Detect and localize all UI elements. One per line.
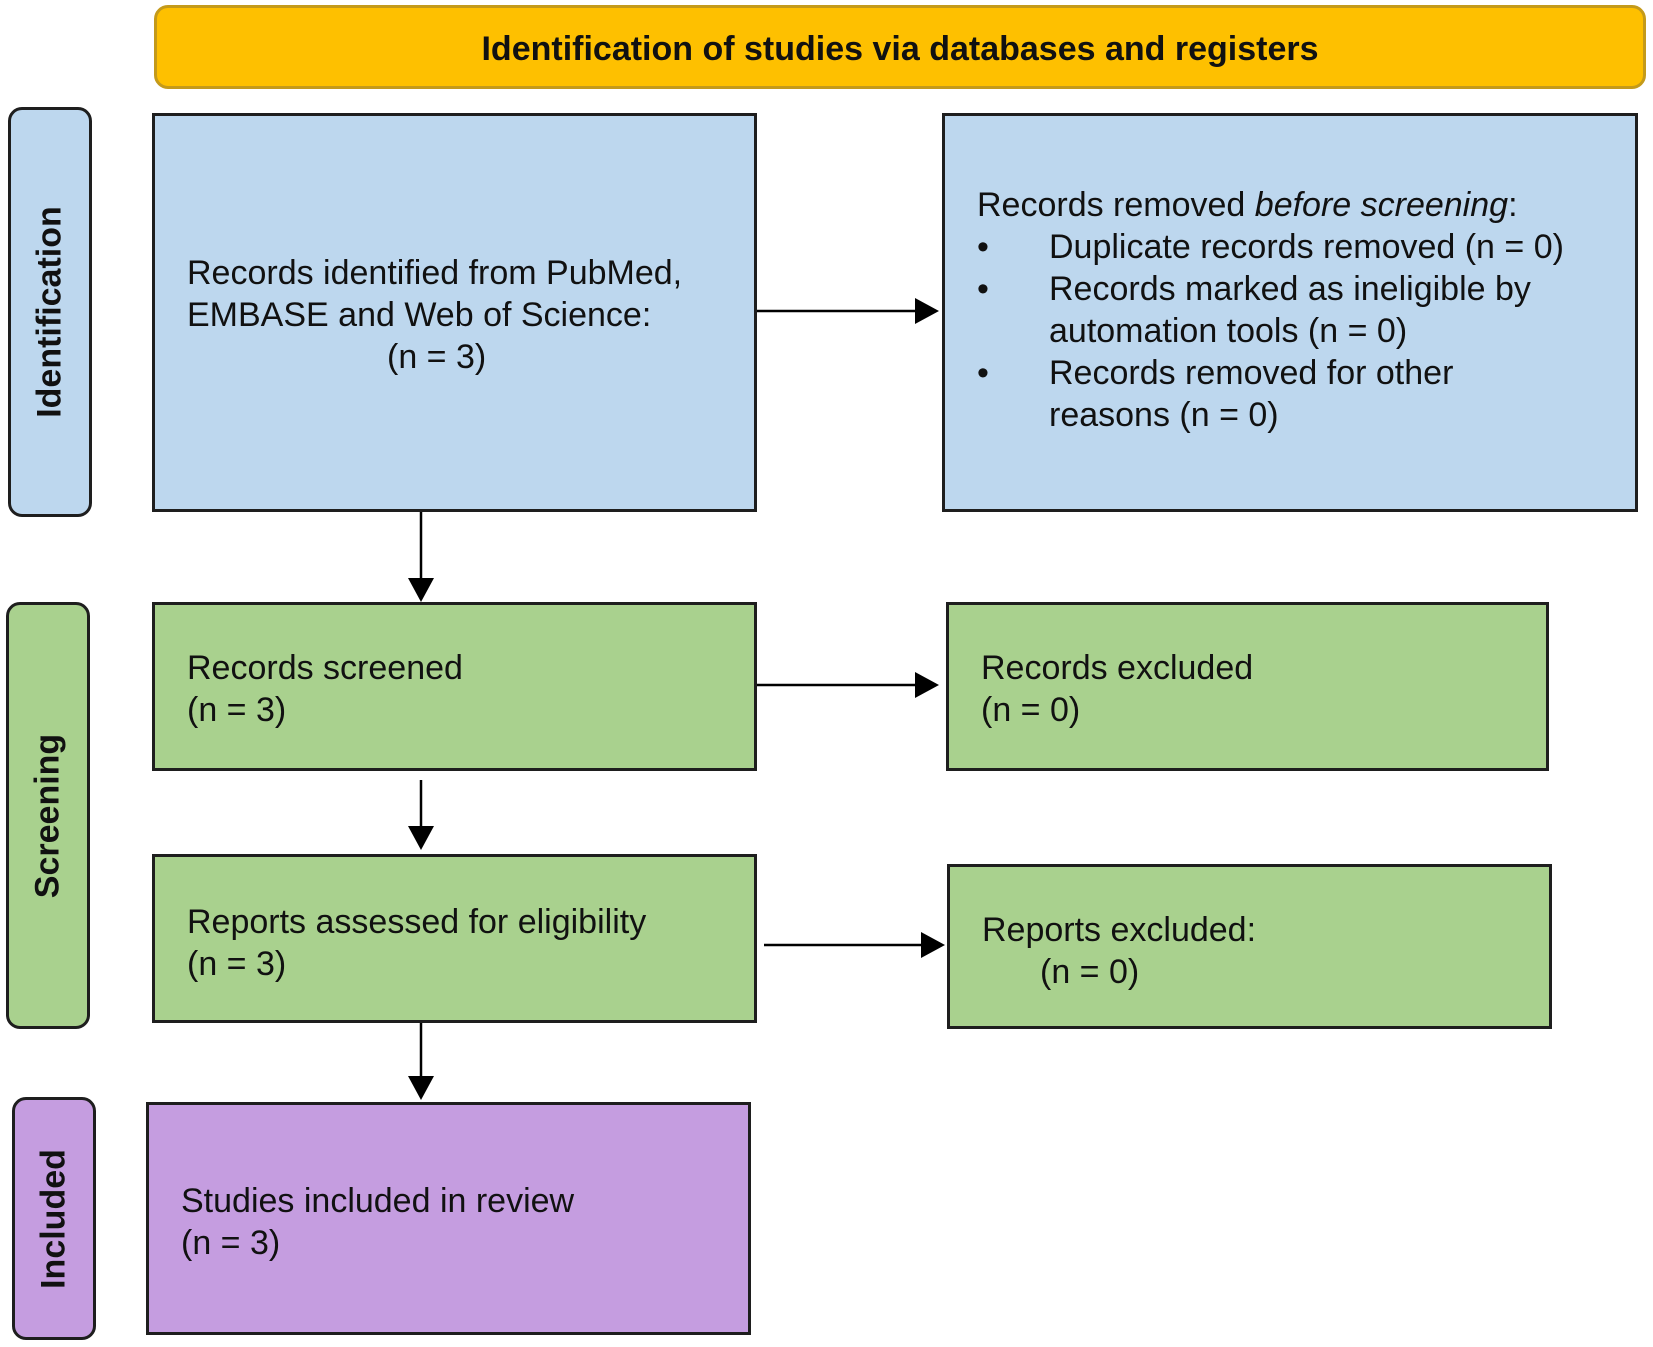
- studies-included-count: (n = 3): [181, 1224, 281, 1262]
- list-item-line-2: automation tools (n = 0): [1049, 312, 1408, 350]
- records-screened-count: (n = 3): [187, 691, 287, 729]
- list-item: Duplicate records removed (n = 0): [977, 226, 1564, 268]
- records-removed-heading-emph: before screening: [1254, 186, 1509, 224]
- records-screened-label: Records screened: [187, 649, 463, 687]
- records-excluded-count: (n = 0): [981, 691, 1081, 729]
- reports-assessed-count: (n = 3): [187, 945, 287, 983]
- arrowhead-removed: [915, 298, 939, 324]
- arrowhead-included: [408, 1076, 434, 1100]
- records-removed-heading-suffix: :: [1508, 186, 1518, 224]
- records-identified-box: Records identified from PubMed, EMBASE a…: [152, 113, 757, 512]
- list-item: Records marked as ineligible by automatio…: [977, 268, 1564, 352]
- records-identified-count: (n = 3): [387, 338, 487, 376]
- reports-excluded-count: (n = 0): [1040, 953, 1140, 991]
- arrowhead-screened: [408, 578, 434, 602]
- list-item-line-2: reasons (n = 0): [1049, 396, 1279, 434]
- records-screened-box: Records screened (n = 3): [152, 602, 757, 771]
- list-item: Records removed for other reasons (n = 0): [977, 352, 1564, 436]
- arrowhead-reports-excluded: [921, 932, 945, 958]
- records-removed-heading-prefix: Records removed: [977, 186, 1255, 224]
- arrowhead-records-excluded: [915, 672, 939, 698]
- phase-screening: Screening: [6, 602, 90, 1029]
- records-identified-line2: EMBASE and Web of Science:: [187, 296, 652, 334]
- reports-assessed-label: Reports assessed for eligibility: [187, 903, 647, 941]
- studies-included-box: Studies included in review (n = 3): [146, 1102, 751, 1335]
- records-removed-box: Records removed before screening: Duplic…: [942, 113, 1638, 512]
- list-item-line: Records marked as ineligible by: [1049, 270, 1531, 308]
- header-title: Identification of studies via databases …: [481, 30, 1319, 68]
- records-identified-line1: Records identified from PubMed,: [187, 254, 683, 292]
- records-removed-list: Duplicate records removed (n = 0) Record…: [977, 226, 1564, 436]
- arrowhead-assessed: [408, 826, 434, 850]
- reports-assessed-box: Reports assessed for eligibility (n = 3): [152, 854, 757, 1023]
- list-item-line: Records removed for other: [1049, 354, 1454, 392]
- list-item-line: Duplicate records removed (n = 0): [1049, 228, 1564, 266]
- header-banner: Identification of studies via databases …: [154, 5, 1646, 89]
- studies-included-label: Studies included in review: [181, 1182, 575, 1220]
- records-excluded-label: Records excluded: [981, 649, 1254, 687]
- records-removed-heading: Records removed before screening:: [977, 184, 1518, 226]
- reports-excluded-box: Reports excluded: (n = 0): [947, 864, 1552, 1029]
- phase-included: Included: [12, 1097, 96, 1340]
- records-excluded-box: Records excluded (n = 0): [946, 602, 1549, 771]
- reports-excluded-label: Reports excluded:: [982, 911, 1257, 949]
- phase-identification: Identification: [8, 107, 92, 517]
